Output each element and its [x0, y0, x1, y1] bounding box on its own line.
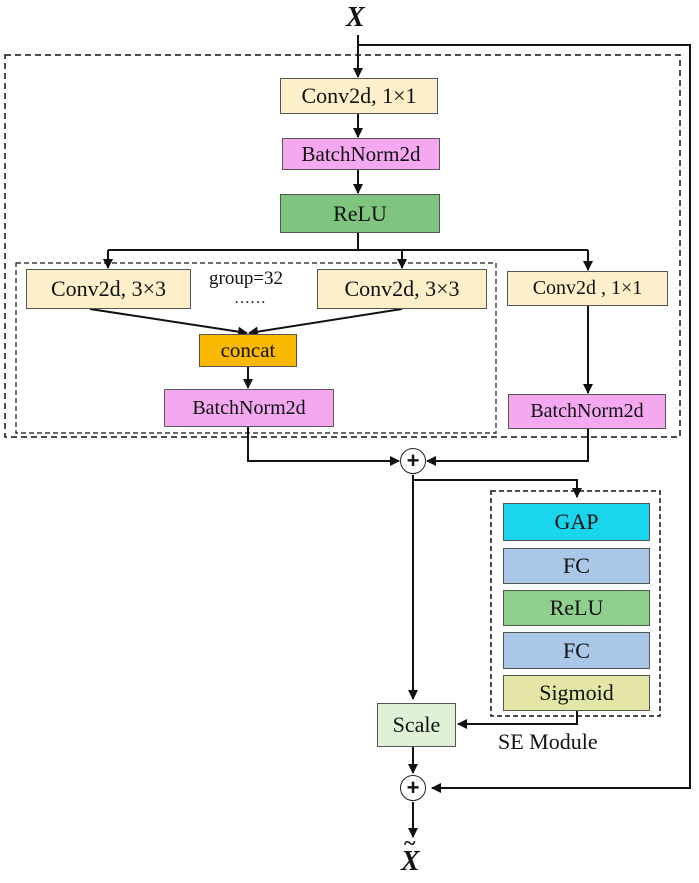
conv2d-3x3-right: Conv2d, 3×3 [317, 269, 487, 309]
scale-block: Scale [377, 703, 456, 747]
relu-top: ReLU [280, 194, 440, 233]
grouped-conv-dashed-group [15, 262, 497, 434]
conv2d-1x1-top: Conv2d, 1×1 [280, 78, 438, 114]
output-tilde-accent: ~ [404, 830, 416, 855]
se-gap-layer: GAP [503, 503, 650, 541]
se-fc-layer-2: FC [503, 632, 650, 669]
concat-block: concat [199, 334, 297, 367]
batchnorm2d-top: BatchNorm2d [282, 138, 440, 170]
ellipsis-label: …… [234, 290, 266, 307]
batchnorm2d-shortcut: BatchNorm2d [508, 394, 666, 429]
se-module-title: SE Module [498, 729, 598, 754]
output-symbol: X [401, 846, 420, 877]
conv2d-3x3-left: Conv2d, 3×3 [26, 269, 191, 309]
input-symbol: X [346, 2, 365, 33]
batchnorm2d-group: BatchNorm2d [164, 389, 334, 427]
conv2d-1x1-shortcut: Conv2d , 1×1 [507, 271, 668, 306]
se-sigmoid-layer: Sigmoid [503, 675, 650, 711]
sum-node-1: + [400, 448, 426, 474]
outer-dashed-group [4, 54, 681, 438]
se-relu-layer: ReLU [503, 590, 650, 626]
se-fc-layer-1: FC [503, 548, 650, 584]
group-count-label: group=32 [209, 268, 284, 289]
sum-node-2: + [400, 775, 426, 801]
